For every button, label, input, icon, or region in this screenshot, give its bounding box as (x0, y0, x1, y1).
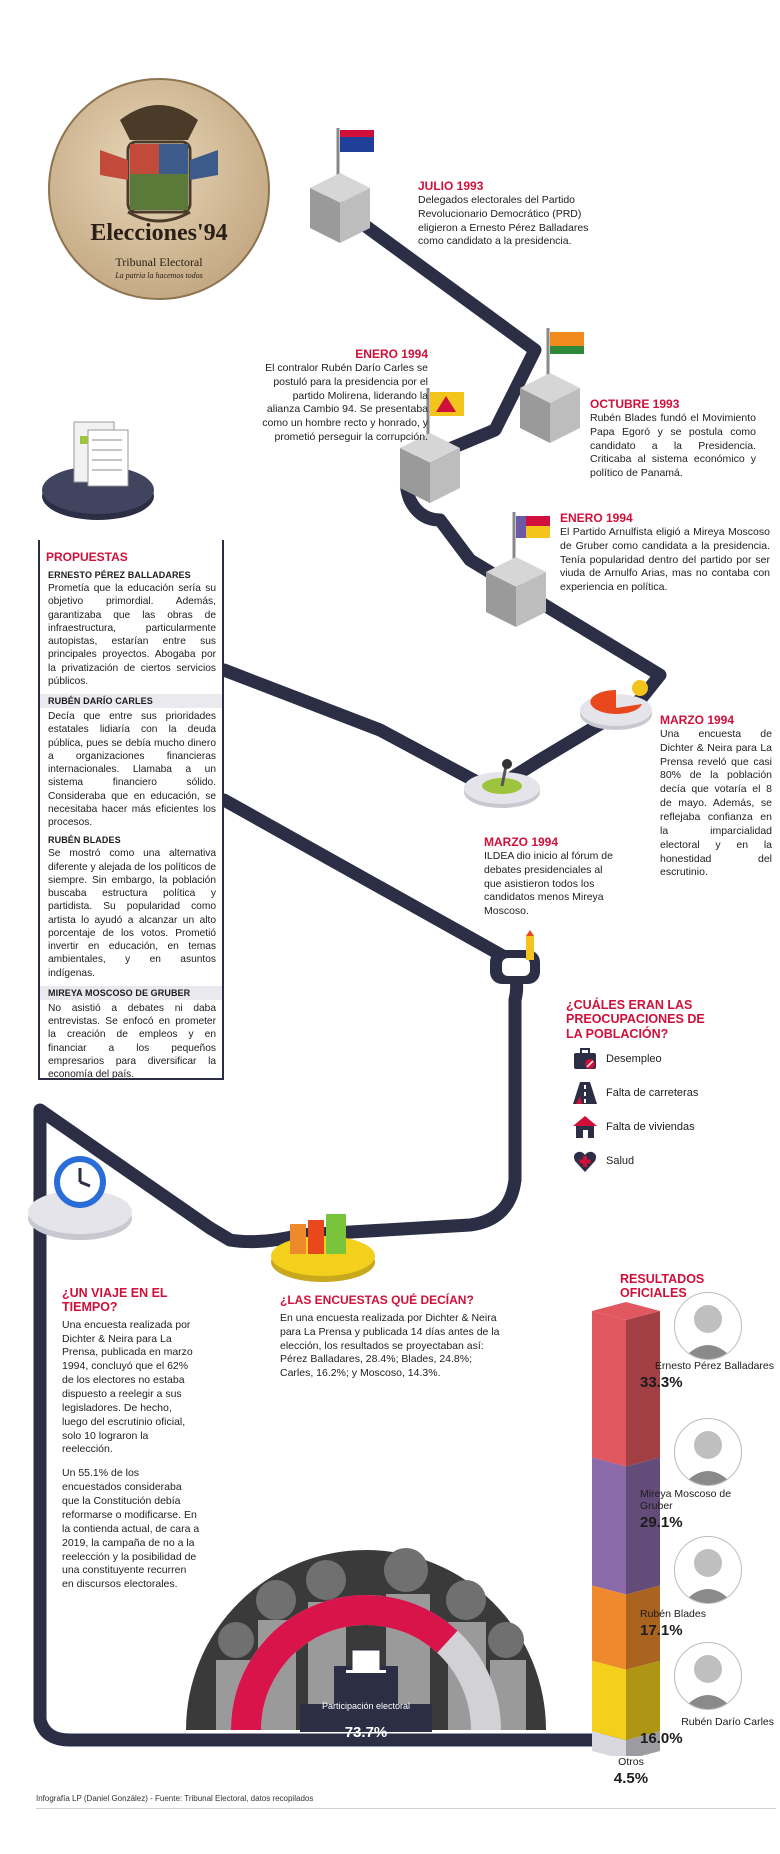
concerns-title: ¿CUÁLES ERAN LAS PREOCUPACIONES DE LA PO… (566, 998, 705, 1041)
portrait-blades (674, 1536, 742, 1604)
portrait-perez-balladares (674, 1292, 742, 1360)
person-portrait-icon (683, 1305, 733, 1359)
polls-section: ¿LAS ENCUESTAS QUÉ DECÍAN? En una encues… (280, 1293, 502, 1381)
event-date: MARZO 1994 (484, 835, 559, 849)
results-stack (592, 1302, 660, 1756)
coat-of-arms-icon (100, 105, 218, 223)
result-bar-segment-side (626, 1585, 660, 1670)
event-date: ENERO 1994 (560, 511, 633, 525)
result-pct: 17.1% (640, 1622, 683, 1639)
event-text: Rubén Blades fundó el Movimiento Papa Eg… (590, 411, 756, 480)
clock-disk-icon (28, 1156, 132, 1240)
logo-tagline: La patria la hacemos todos (115, 271, 203, 280)
health-icon (574, 1151, 596, 1172)
result-bar-segment-front (592, 1731, 626, 1756)
proposals-panel: PROPUESTAS ERNESTO PÉREZ BALLADARES Prom… (38, 540, 224, 1080)
briefcase-icon (574, 1048, 596, 1069)
cube-papa-egoro (520, 328, 584, 443)
concern-label: Desempleo (606, 1053, 662, 1065)
cube-prd (310, 128, 374, 243)
result-name: Mireya Moscoso de Gruber (640, 1488, 732, 1513)
result-pct: 29.1% (640, 1514, 683, 1531)
timeline-event-5: MARZO 1994 Una encuesta de Dichter & Nei… (660, 713, 772, 880)
result-name: Ernesto Pérez Balladares (654, 1360, 774, 1372)
event-date: ENERO 1994 (355, 347, 428, 361)
candidate-proposal: No asistió a debates ni daba entrevistas… (48, 1002, 216, 1080)
result-bar-segment-front (592, 1311, 626, 1467)
timeline-event-2: ENERO 1994 El contralor Rubén Darío Carl… (262, 347, 428, 445)
result-bar-segment-front (592, 1660, 626, 1741)
result-name: Rubén Darío Carles (681, 1716, 774, 1728)
candidate-proposal: Prometía que la educación sería su objet… (48, 583, 216, 687)
result-bar-segment-side (626, 1457, 660, 1595)
logo-sub-text: Tribunal Electoral (115, 255, 203, 269)
timeline-event-3: OCTUBRE 1993 Rubén Blades fundó el Movim… (590, 397, 756, 481)
pencil-marker-icon (526, 930, 534, 960)
microphone-disk-icon (464, 759, 540, 808)
house-icon (573, 1116, 597, 1138)
candidate-name: RUBÉN DARÍO CARLES (40, 694, 222, 708)
result-bar-segment-side (626, 1731, 660, 1756)
cube-molirena (400, 388, 464, 503)
candidate-name: MIREYA MOSCOSO DE GRUBER (40, 985, 222, 1000)
concern-label: Salud (606, 1155, 635, 1167)
concern-item: Salud (572, 1148, 634, 1174)
candidate-name: RUBÉN BLADES (48, 835, 121, 846)
event-date: JULIO 1993 (418, 179, 484, 193)
result-name: Rubén Blades (640, 1608, 706, 1620)
event-text: Delegados electorales del Partido Revolu… (418, 193, 589, 248)
person-portrait-icon (683, 1431, 733, 1485)
pie-disk-icon (580, 680, 652, 730)
participation-value: 73.7% (344, 1724, 388, 1741)
results-title: RESULTADOS OFICIALES (620, 1272, 705, 1301)
logo-main-text: Elecciones'94 (90, 220, 228, 246)
candidate-name: ERNESTO PÉREZ BALLADARES (48, 570, 191, 580)
event-text: El Partido Arnulfista eligió a Mireya Mo… (560, 525, 770, 594)
concern-item: Falta de carreteras (572, 1080, 698, 1106)
event-date: OCTUBRE 1993 (590, 397, 680, 411)
portrait-moscoso (674, 1418, 742, 1486)
person-portrait-icon (683, 1655, 733, 1709)
timeline-event-4: ENERO 1994 El Partido Arnulfista eligió … (560, 511, 770, 595)
event-date: MARZO 1994 (660, 713, 735, 727)
event-text: El contralor Rubén Darío Carles se postu… (262, 361, 428, 444)
person-portrait-icon (683, 1549, 733, 1603)
result-name: Otros (618, 1756, 644, 1768)
concern-item: Falta de viviendas (572, 1114, 695, 1140)
result-bar-segment-side (626, 1660, 660, 1741)
credits: Infografía LP (Daniel González) - Fuente… (36, 1794, 314, 1803)
result-bar-segment-front (592, 1585, 626, 1670)
candidate-proposal: Se mostró como una alternativa diferente… (48, 848, 216, 979)
time-travel-title: ¿UN VIAJE EN EL TIEMPO? (62, 1286, 168, 1315)
event-text: ILDEA dio inicio al fórum de debates pre… (484, 849, 613, 918)
polls-title: ¿LAS ENCUESTAS QUÉ DECÍAN? (280, 1293, 474, 1307)
concern-item: Desempleo (572, 1046, 662, 1072)
footer-divider (36, 1808, 776, 1809)
result-bar-top (592, 1302, 660, 1320)
participation-label: Participación electoral (321, 1701, 411, 1711)
elecciones-logo: Elecciones'94 Tribunal Electoral La patr… (48, 78, 270, 300)
time-travel-section: ¿UN VIAJE EN EL TIEMPO? Una encuesta rea… (62, 1286, 200, 1592)
poll-bars-disk-icon (271, 1214, 375, 1282)
road-icon (573, 1082, 597, 1104)
concern-label: Falta de carreteras (606, 1087, 699, 1099)
portrait-carles (674, 1642, 742, 1710)
event-text: Una encuesta de Dichter & Neira para La … (660, 727, 772, 879)
result-pct: 4.5% (613, 1770, 649, 1787)
cube-arnulfista (486, 512, 550, 627)
timeline-event-6: MARZO 1994 ILDEA dio inicio al fórum de … (484, 835, 614, 919)
result-bar-segment-side (626, 1311, 660, 1467)
participation-gauge (186, 1548, 546, 1732)
proposals-heading: PROPUESTAS (46, 550, 128, 564)
polls-text: En una encuesta realizada por Dichter & … (280, 1311, 500, 1380)
time-travel-p1: Una encuesta realizada por Dichter & Nei… (62, 1318, 193, 1456)
result-pct: 33.3% (640, 1374, 683, 1391)
timeline-event-1: JULIO 1993 Delegados electorales del Par… (418, 179, 590, 249)
result-bar-segment-front (592, 1457, 626, 1595)
result-pct: 16.0% (640, 1730, 683, 1747)
concern-label: Falta de viviendas (606, 1121, 695, 1133)
clipboard-disk-icon (42, 421, 154, 520)
time-travel-p2: Un 55.1% de los encuestados consideraba … (62, 1467, 200, 1591)
candidate-proposal: Decía que entre sus prioridades estatale… (48, 711, 216, 828)
